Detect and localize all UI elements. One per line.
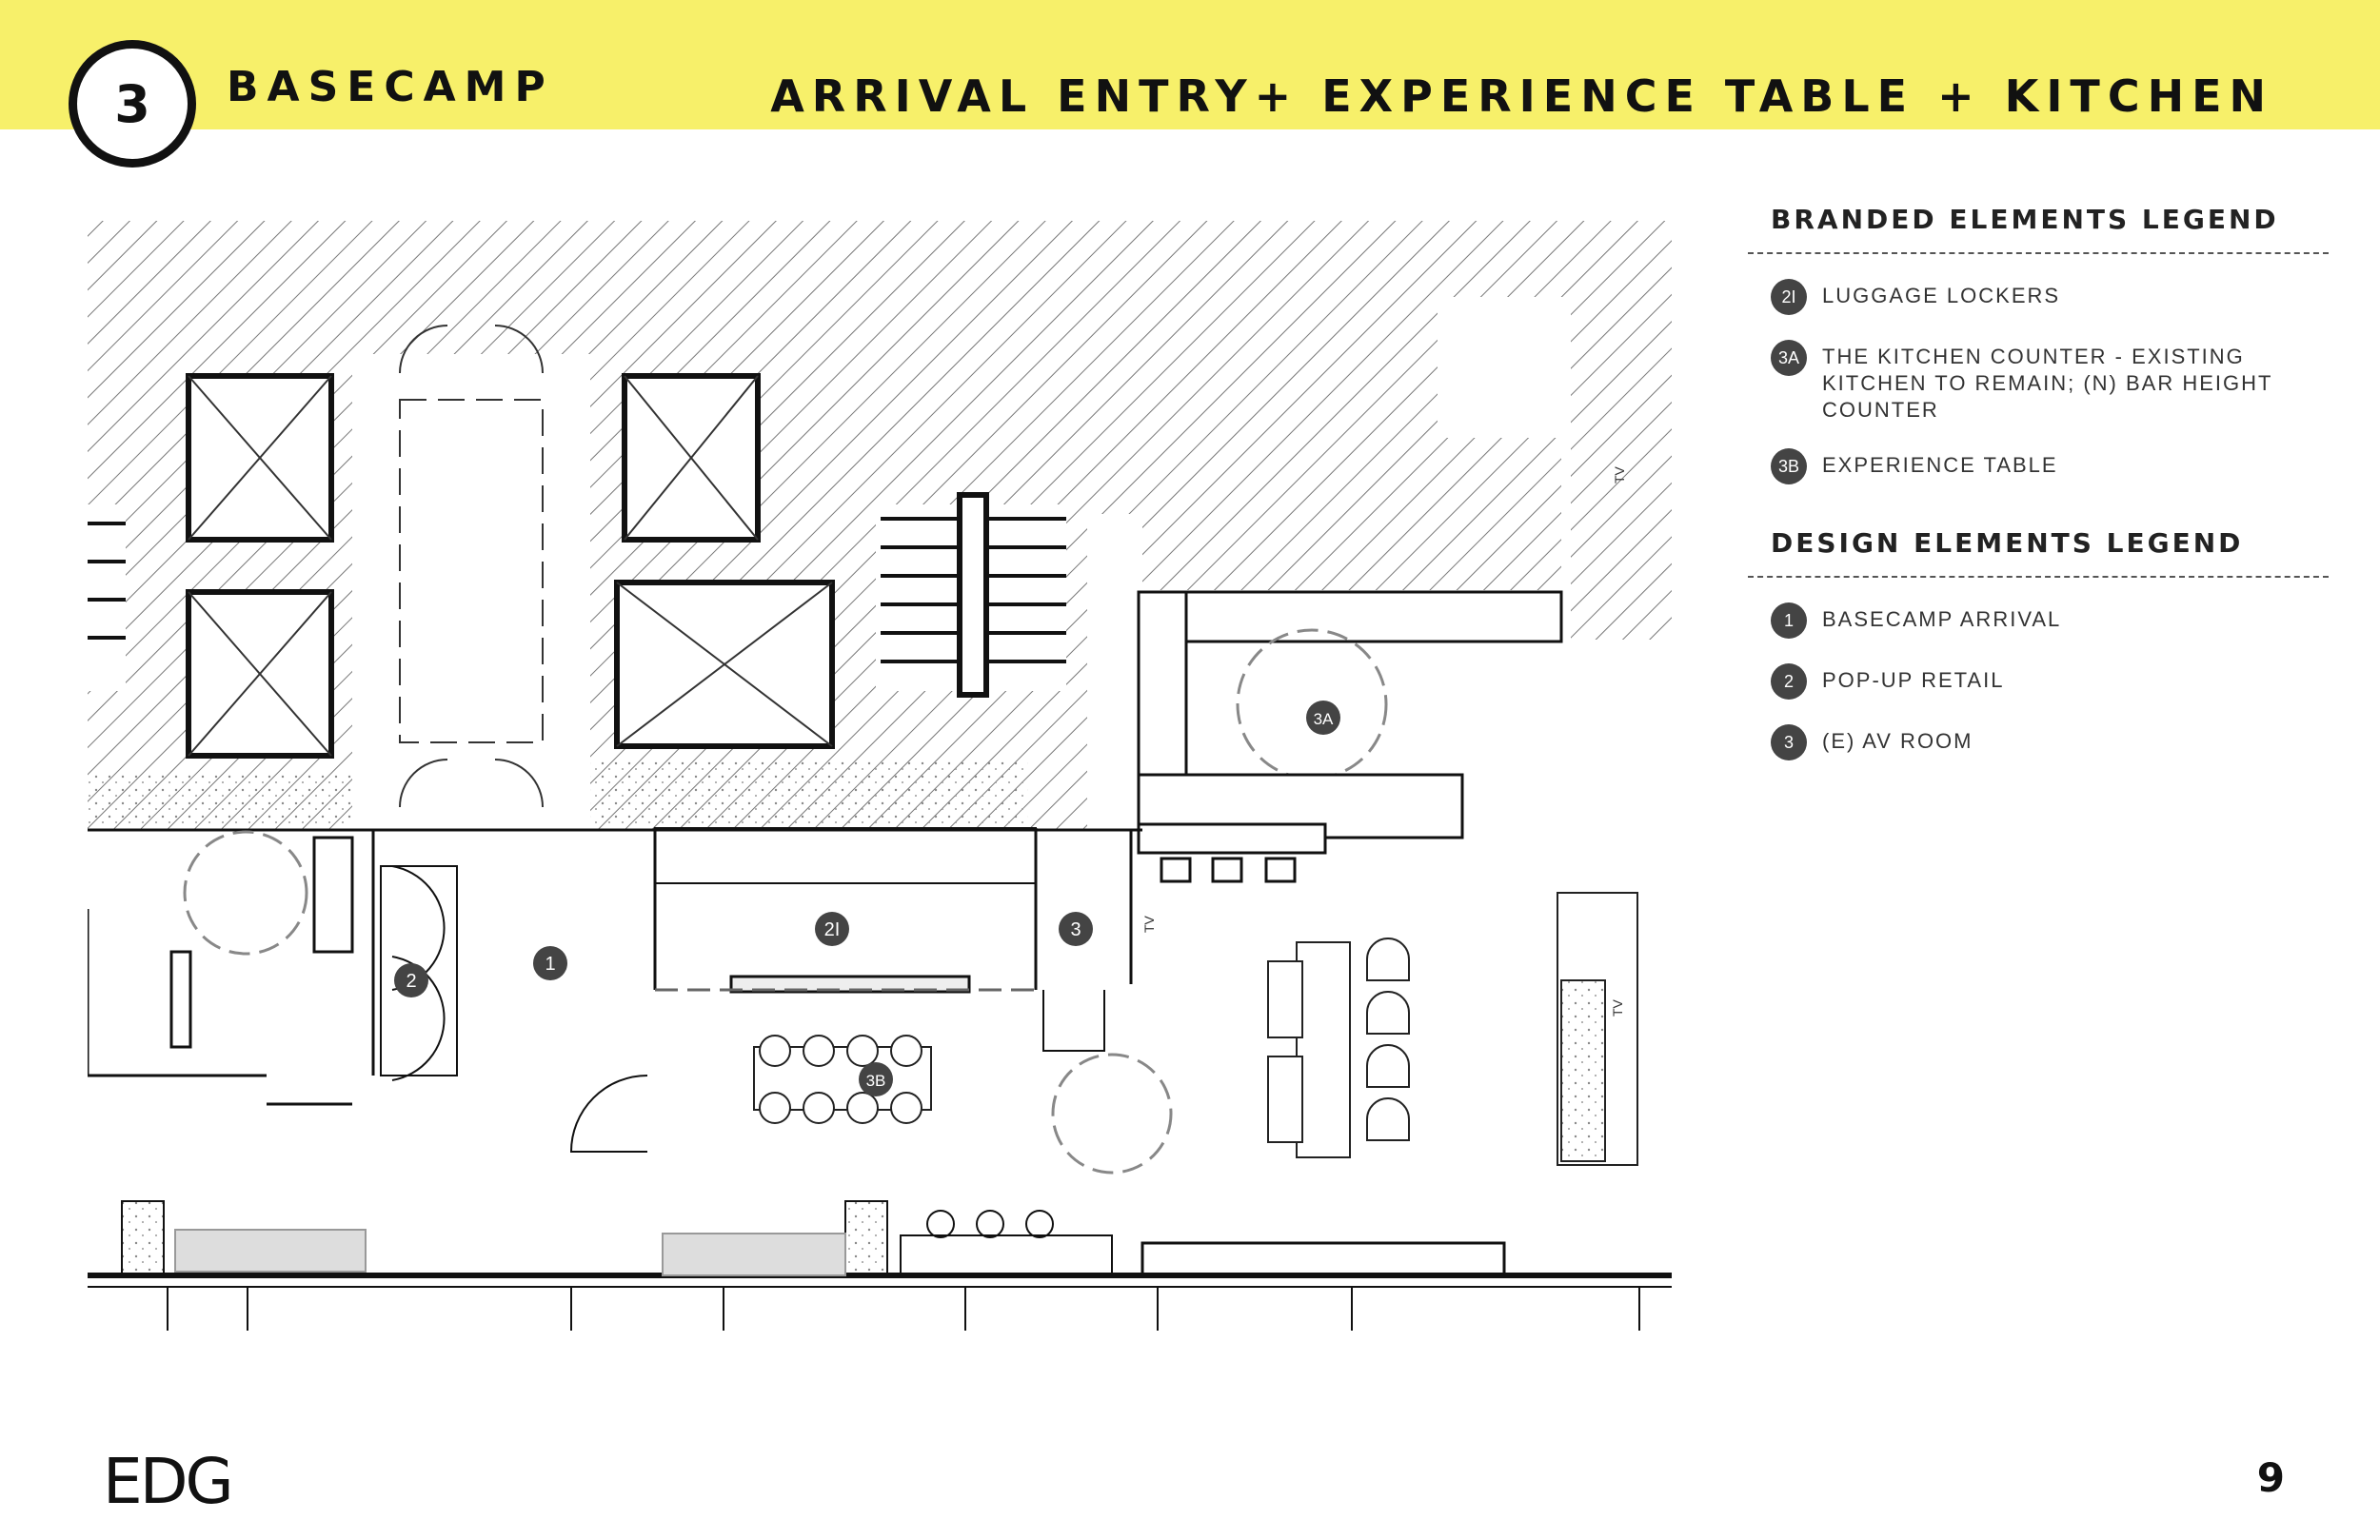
plan-tag-2: 2 (406, 971, 416, 992)
legend-text: (E) AV ROOM (1822, 729, 1973, 753)
tv-labels: TV TV TV (1141, 465, 1627, 1017)
tv-label: TV (1612, 465, 1627, 484)
elevator-crosses (188, 375, 833, 757)
plan-tags: 1 2 3 2I 3A 3B (394, 701, 1340, 1096)
storefront (88, 1200, 1672, 1331)
legend-item: 1 BASECAMP ARRIVAL (1771, 602, 2329, 639)
legend-tag: 3 (1771, 724, 1807, 760)
legend-tag: 3A (1771, 340, 1807, 376)
kitchen (1137, 590, 1563, 883)
legend-tag: 2I (1771, 279, 1807, 315)
plan-tag-3b: 3B (866, 1072, 886, 1090)
legend-item: 2 POP-UP RETAIL (1771, 663, 2329, 700)
edg-logo: EDG (103, 1445, 234, 1518)
section-title: BASECAMP (227, 63, 554, 111)
legend-item: 3B EXPERIENCE TABLE (1771, 448, 2329, 484)
page-number: 9 (2256, 1454, 2285, 1501)
experience-table (753, 892, 1638, 1166)
legend-text: LUGGAGE LOCKERS (1822, 284, 2061, 307)
legend-item: 2I LUGGAGE LOCKERS (1771, 279, 2329, 315)
section-number-badge: 3 (69, 40, 196, 168)
legend-tag: 2 (1771, 663, 1807, 700)
plan-tag-2i: 2I (824, 919, 841, 940)
legend-text: BASECAMP ARRIVAL (1822, 607, 2062, 631)
header-band (0, 0, 2380, 129)
branded-elements-legend: BRANDED ELEMENTS LEGEND 2I LUGGAGE LOCKE… (1748, 204, 2329, 484)
elevator-lobby (352, 325, 590, 830)
legend-item: 3A THE KITCHEN COUNTER - EXISTING KITCHE… (1771, 340, 2329, 424)
plan-tag-3a: 3A (1314, 710, 1334, 728)
legend-tag: 1 (1771, 602, 1807, 639)
plan-tag-3: 3 (1070, 919, 1081, 940)
tv-label: TV (1610, 998, 1625, 1017)
legend-text: THE KITCHEN COUNTER - EXISTING KITCHEN T… (1822, 345, 2273, 422)
ground-floor-rooms (88, 827, 1173, 1175)
legend-heading: DESIGN ELEMENTS LEGEND (1748, 527, 2329, 578)
page-title: ARRIVAL ENTRY+ EXPERIENCE TABLE + KITCHE… (770, 70, 2273, 122)
floor-plan: 1 2 3 2I 3A 3B TV TV TV (88, 221, 1672, 1331)
legend-text: EXPERIENCE TABLE (1822, 453, 2058, 477)
tv-label: TV (1141, 915, 1157, 933)
section-number: 3 (114, 73, 150, 134)
legend-text: POP-UP RETAIL (1822, 668, 2005, 692)
stairs (88, 492, 1066, 698)
legend-heading: BRANDED ELEMENTS LEGEND (1748, 204, 2329, 254)
design-elements-legend: DESIGN ELEMENTS LEGEND 1 BASECAMP ARRIVA… (1748, 527, 2329, 760)
legend-item: 3 (E) AV ROOM (1771, 724, 2329, 760)
legend-tag: 3B (1771, 448, 1807, 484)
plan-tag-1: 1 (545, 954, 555, 975)
